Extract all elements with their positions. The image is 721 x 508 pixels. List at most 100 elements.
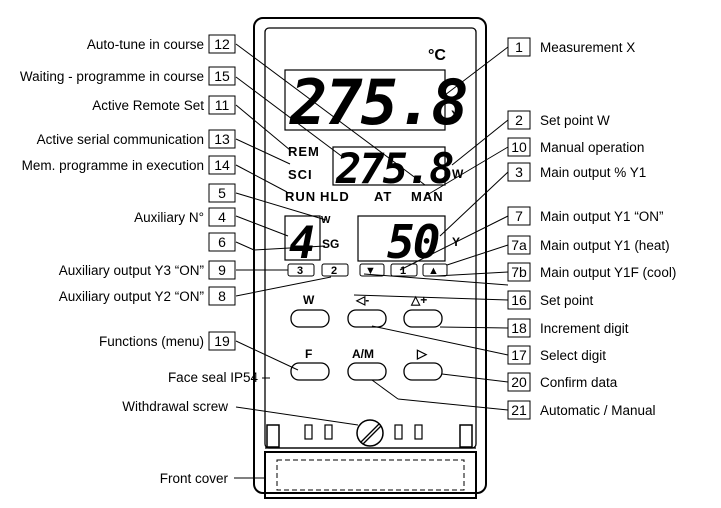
svg-text:11: 11 (215, 97, 230, 113)
svg-text:6: 6 (218, 234, 226, 250)
svg-text:Active serial communication: Active serial communication (37, 132, 204, 147)
confirm-key[interactable]: ▷ (403, 346, 443, 381)
svg-text:20: 20 (511, 374, 527, 390)
svg-text:8: 8 (218, 288, 226, 304)
status-indicators: REM SCI RUN HLD AT MAN (285, 144, 443, 204)
svg-text:Main output % Y1: Main output % Y1 (540, 165, 646, 180)
unit-label: °C (428, 47, 446, 64)
svg-text:19: 19 (214, 333, 230, 349)
callout-15: Waiting - programme in course 15 (20, 66, 236, 86)
out3-led: 3 (297, 265, 303, 277)
svg-text:Auto-tune in course: Auto-tune in course (87, 37, 204, 52)
withdrawal-screw-label: Withdrawal screw (122, 399, 228, 414)
svg-text:△+: △+ (410, 293, 427, 307)
setpoint-suffix: W (452, 167, 464, 181)
callout-17: 17 Select digit (507, 345, 606, 365)
callout-20: 20 Confirm data (507, 372, 618, 392)
callout-3: 3 Main output % Y1 (507, 162, 646, 182)
callout-6: 6 (208, 232, 236, 252)
svg-text:5: 5 (218, 185, 226, 201)
auxiliary-prefix: W (321, 215, 331, 226)
output-value: 50 (387, 215, 439, 269)
callout-14: Mem. programme in execution 14 (22, 155, 236, 175)
output-display: 50 Y (357, 215, 460, 269)
svg-text:3: 3 (515, 164, 523, 180)
up-arrow-led: ▲ (428, 265, 439, 277)
svg-text:4: 4 (218, 209, 226, 225)
callout-11: Active Remote Set 11 (92, 95, 236, 115)
hld-indicator: HLD (320, 189, 350, 204)
callout-13: Active serial communication 13 (37, 129, 236, 149)
svg-text:Automatic / Manual: Automatic / Manual (540, 403, 656, 418)
setpoint-key[interactable]: W (290, 293, 330, 328)
measurement-value: 275.8 (289, 66, 467, 139)
callout-12: Auto-tune in course 12 (87, 34, 236, 54)
svg-text:▷: ▷ (416, 346, 428, 361)
auxiliary-value: 4 (289, 218, 316, 269)
callout-21: 21 Automatic / Manual (507, 400, 656, 420)
select-digit-key[interactable]: ◁- (347, 293, 387, 328)
left-callouts: Auto-tune in course 12 Waiting - program… (20, 34, 259, 486)
svg-text:16: 16 (511, 292, 527, 308)
measurement-suffix: X (451, 108, 459, 122)
svg-text:7b: 7b (511, 264, 527, 280)
svg-text:Confirm data: Confirm data (540, 375, 618, 390)
svg-text:Active Remote Set: Active Remote Set (92, 98, 204, 113)
right-callouts: 1 Measurement X 2 Set point W 10 Manual … (507, 37, 676, 420)
down-arrow-led: ▼ (365, 265, 376, 277)
svg-text:13: 13 (214, 131, 230, 147)
svg-text:A/M: A/M (352, 347, 374, 361)
svg-text:Increment digit: Increment digit (540, 321, 629, 336)
functions-key[interactable]: F (290, 347, 330, 381)
measurement-display: °C 275.8 X (284, 47, 469, 139)
callout-18: 18 Increment digit (507, 318, 629, 338)
svg-text:Functions (menu): Functions (menu) (99, 334, 204, 349)
svg-text:7a: 7a (511, 237, 527, 253)
svg-text:Set point W: Set point W (540, 113, 610, 128)
svg-text:17: 17 (511, 347, 527, 363)
callout-7a: 7a Main output Y1 (heat) (507, 235, 670, 255)
callout-7: 7 Main output Y1 “ON” (507, 206, 664, 226)
svg-text:2: 2 (515, 112, 523, 128)
rem-indicator: REM (288, 144, 320, 159)
run-indicator: RUN (285, 189, 316, 204)
keypad: W ◁- △+ F A/M ▷ (290, 293, 443, 381)
svg-text:15: 15 (214, 68, 230, 84)
svg-text:12: 12 (214, 36, 230, 52)
svg-text:18: 18 (511, 320, 527, 336)
svg-text:Main output Y1F (cool): Main output Y1F (cool) (540, 265, 676, 280)
sci-indicator: SCI (288, 167, 313, 182)
callout-19: Functions (menu) 19 (99, 331, 236, 351)
auxiliary-display: 4 W SG (284, 215, 339, 269)
callout-9: Auxiliary output Y3 “ON” 9 (59, 260, 236, 280)
vent-slots (265, 424, 476, 449)
callout-7b: 7b Main output Y1F (cool) (507, 262, 676, 282)
withdrawal-screw (356, 419, 384, 447)
svg-text:21: 21 (511, 402, 527, 418)
auto-manual-key[interactable]: A/M (347, 347, 387, 381)
callout-16: 16 Set point (507, 290, 594, 310)
face-seal-label: Face seal IP54 (168, 370, 259, 385)
front-cover-label: Front cover (160, 471, 229, 486)
front-cover (264, 451, 477, 499)
svg-text:F: F (305, 347, 312, 361)
svg-text:10: 10 (511, 139, 527, 155)
svg-text:Mem. programme in execution: Mem. programme in execution (22, 158, 204, 173)
svg-text:Auxiliary output Y3 “ON”: Auxiliary output Y3 “ON” (59, 263, 204, 278)
out2-led: 2 (331, 265, 337, 277)
svg-text:◁-: ◁- (355, 293, 369, 307)
svg-text:Select digit: Select digit (540, 348, 606, 363)
svg-text:7: 7 (515, 208, 523, 224)
setpoint-display: 275.8 W (332, 144, 464, 193)
svg-text:Auxiliary N°: Auxiliary N° (134, 210, 204, 225)
callout-5: 5 (208, 183, 236, 203)
svg-text:Main output Y1 (heat): Main output Y1 (heat) (540, 238, 670, 253)
callout-8: Auxiliary output Y2 “ON” 8 (59, 286, 236, 306)
svg-text:9: 9 (218, 262, 226, 278)
callout-10: 10 Manual operation (507, 137, 644, 157)
callout-1: 1 Measurement X (507, 37, 635, 57)
svg-text:Set point: Set point (540, 293, 594, 308)
callout-2: 2 Set point W (507, 110, 610, 130)
at-indicator: AT (374, 189, 392, 204)
